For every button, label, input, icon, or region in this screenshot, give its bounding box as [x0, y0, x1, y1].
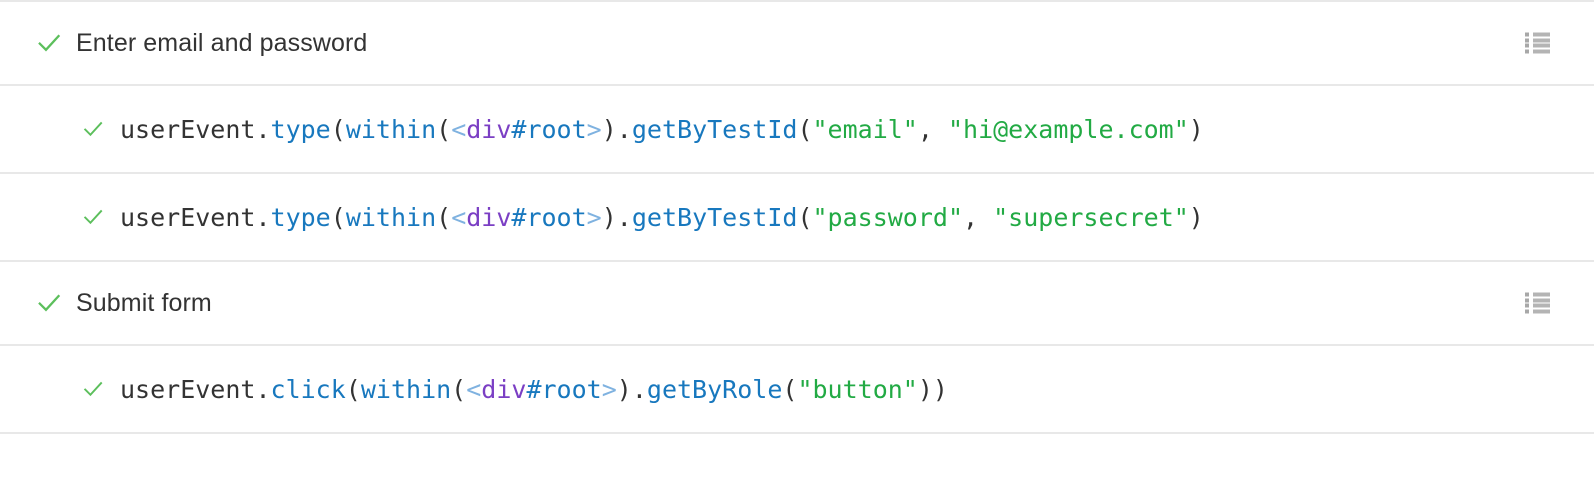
- code-token-punct: ): [1188, 114, 1204, 144]
- test-group-label: Enter email and password: [76, 28, 368, 57]
- code-token-string: "password": [812, 202, 964, 232]
- list-log-icon[interactable]: [1525, 292, 1550, 314]
- code-token-fn: within: [345, 202, 437, 232]
- list-log-icon[interactable]: [1525, 32, 1550, 54]
- code-token-punct: (: [797, 114, 813, 144]
- list-log-icon-bar: [1533, 49, 1550, 54]
- check-icon: [36, 290, 62, 316]
- code-token-string: "supersecret": [993, 202, 1189, 232]
- test-step-code: userEvent.type(within(<div#root>).getByT…: [120, 205, 1204, 230]
- test-step-row[interactable]: userEvent.click(within(<div#root>).getBy…: [0, 346, 1594, 434]
- code-token-punct: ): [601, 202, 617, 232]
- code-token-angle: >: [586, 202, 602, 232]
- list-log-icon-bar: [1533, 32, 1550, 37]
- code-token-punct: (: [436, 202, 452, 232]
- test-step-row[interactable]: userEvent.type(within(<div#root>).getByT…: [0, 174, 1594, 262]
- code-token-punct: .: [255, 202, 271, 232]
- list-log-icon-line: [1525, 38, 1550, 43]
- code-token-angle: >: [601, 374, 617, 404]
- code-token-punct: ,: [963, 202, 994, 232]
- code-token-punct: .: [255, 114, 271, 144]
- list-log-icon-bar: [1533, 38, 1550, 43]
- code-token-angle: >: [586, 114, 602, 144]
- code-token-punct: ): [1188, 202, 1204, 232]
- code-token-id: #root: [511, 202, 587, 232]
- code-token-punct: (: [451, 374, 467, 404]
- code-token-fn: within: [360, 374, 452, 404]
- code-token-plain: userEvent: [120, 114, 256, 144]
- code-token-angle: <: [451, 114, 467, 144]
- test-step-code: userEvent.type(within(<div#root>).getByT…: [120, 117, 1204, 142]
- code-token-fn: getByTestId: [631, 202, 798, 232]
- list-log-icon-line: [1525, 303, 1550, 308]
- code-token-punct: (: [330, 202, 346, 232]
- list-log-icon-line: [1525, 43, 1550, 48]
- check-icon: [82, 118, 104, 140]
- code-token-plain: userEvent: [120, 202, 256, 232]
- code-token-string: "email": [812, 114, 918, 144]
- test-group-row[interactable]: Enter email and password: [0, 2, 1594, 86]
- code-token-punct: .: [616, 202, 632, 232]
- list-log-icon-bar: [1533, 298, 1550, 303]
- code-token-punct: .: [616, 114, 632, 144]
- code-token-punct: .: [631, 374, 647, 404]
- check-icon: [82, 206, 104, 228]
- code-token-angle: <: [466, 374, 482, 404]
- code-token-punct: (: [330, 114, 346, 144]
- code-token-tag: div: [466, 114, 512, 144]
- list-log-icon-dot: [1525, 303, 1529, 308]
- code-token-fn: type: [270, 202, 331, 232]
- list-log-icon-bar: [1533, 309, 1550, 314]
- code-token-fn: type: [270, 114, 331, 144]
- code-token-punct: (: [797, 202, 813, 232]
- code-token-string: "button": [797, 374, 918, 404]
- code-token-punct: ): [616, 374, 632, 404]
- list-log-icon-dot: [1525, 292, 1529, 297]
- list-log-icon-dot: [1525, 298, 1529, 303]
- code-token-fn: getByRole: [646, 374, 783, 404]
- list-log-icon-bar: [1533, 292, 1550, 297]
- list-log-icon-line: [1525, 309, 1550, 314]
- list-log-icon-dot: [1525, 38, 1529, 43]
- code-token-fn: getByTestId: [631, 114, 798, 144]
- code-token-punct: (: [345, 374, 361, 404]
- test-step-code: userEvent.click(within(<div#root>).getBy…: [120, 377, 948, 402]
- code-token-fn: click: [270, 374, 346, 404]
- code-token-plain: userEvent: [120, 374, 256, 404]
- code-token-tag: div: [466, 202, 512, 232]
- code-token-punct: ): [917, 374, 933, 404]
- code-token-angle: <: [451, 202, 467, 232]
- code-token-punct: ): [932, 374, 948, 404]
- code-token-punct: ): [601, 114, 617, 144]
- code-token-punct: .: [255, 374, 271, 404]
- code-token-string: "hi@example.com": [947, 114, 1189, 144]
- code-token-id: #root: [526, 374, 602, 404]
- list-log-icon-dot: [1525, 309, 1529, 314]
- test-row-partial: [0, 434, 1594, 468]
- test-group-label: Submit form: [76, 288, 212, 317]
- list-log-icon-bar: [1533, 43, 1550, 48]
- list-log-icon-line: [1525, 32, 1550, 37]
- list-log-icon-dot: [1525, 32, 1529, 37]
- code-token-punct: (: [782, 374, 798, 404]
- code-token-fn: within: [345, 114, 437, 144]
- list-log-icon-line: [1525, 49, 1550, 54]
- list-log-icon-dot: [1525, 49, 1529, 54]
- code-token-punct: ,: [917, 114, 948, 144]
- test-group-row[interactable]: Submit form: [0, 262, 1594, 346]
- list-log-icon-line: [1525, 298, 1550, 303]
- check-icon: [36, 30, 62, 56]
- list-log-icon-line: [1525, 292, 1550, 297]
- list-log-icon-bar: [1533, 303, 1550, 308]
- code-token-tag: div: [481, 374, 527, 404]
- test-step-row[interactable]: userEvent.type(within(<div#root>).getByT…: [0, 86, 1594, 174]
- list-log-icon-dot: [1525, 43, 1529, 48]
- check-icon: [82, 378, 104, 400]
- code-token-punct: (: [436, 114, 452, 144]
- code-token-id: #root: [511, 114, 587, 144]
